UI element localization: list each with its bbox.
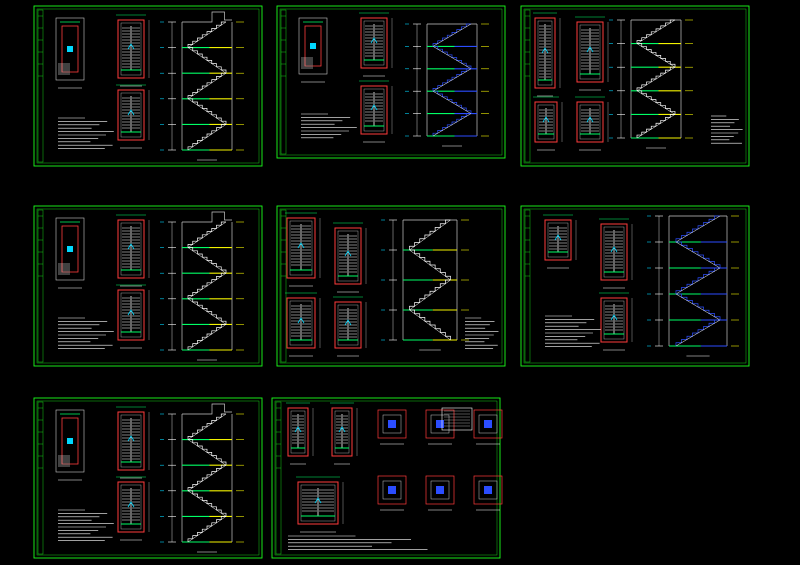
sheet-8[interactable] xyxy=(271,397,503,559)
sheet-4[interactable] xyxy=(33,205,263,367)
sheet-3[interactable] xyxy=(520,5,750,167)
sheet-7[interactable] xyxy=(33,397,263,559)
sheet-2[interactable] xyxy=(276,5,506,159)
sheet-6[interactable] xyxy=(520,205,750,367)
sheet-5[interactable] xyxy=(276,205,506,367)
sheet-1[interactable] xyxy=(33,5,263,167)
